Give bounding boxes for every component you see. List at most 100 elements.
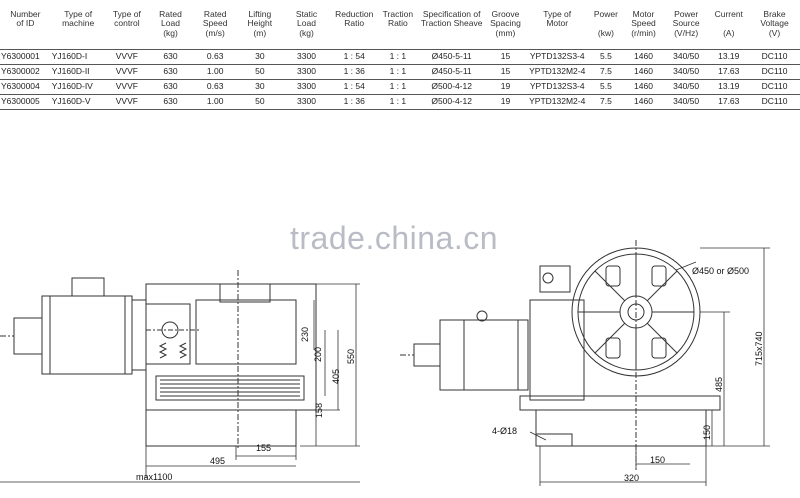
table-cell: YPTD132S3-4: [525, 79, 589, 95]
table-cell: 19: [485, 94, 526, 110]
column-header-line: (r/min): [631, 27, 656, 38]
column-header-line: Voltage: [760, 18, 789, 29]
column-header-line: Speed: [631, 18, 656, 29]
table-cell: DC110: [749, 49, 800, 65]
watermark: trade.china.cn: [290, 220, 499, 256]
column-header-line: Number: [10, 9, 41, 19]
table-cell: 340/50: [663, 94, 709, 110]
column-header-line: Type of: [64, 9, 93, 19]
table-cell: 1 : 1: [377, 79, 419, 95]
column-header-line: Traction Sheave: [420, 18, 483, 29]
dim-150-horizontal: 150: [650, 455, 666, 465]
table-cell: 0.63: [192, 79, 238, 95]
column-header-line: (m/s): [205, 27, 225, 38]
left-motor: [0, 277, 147, 375]
dim-158: 158: [314, 402, 324, 418]
table-cell: 15: [485, 64, 526, 80]
left-gearbox: [145, 270, 317, 450]
table-cell: 3300: [282, 49, 331, 65]
table-cell: Ø500-4-12: [418, 94, 486, 110]
column-header-line: Power: [593, 9, 618, 19]
table-cell: DC110: [749, 64, 800, 80]
column-header-line: Motor: [546, 18, 569, 29]
right-dimension-lines: [529, 247, 770, 486]
table-cell: 1 : 36: [330, 94, 378, 110]
column-header-line: Brake: [763, 9, 786, 19]
table-cell: 3300: [282, 79, 331, 95]
table-cell: 1 : 1: [377, 49, 419, 65]
column-header-line: Rated: [203, 9, 227, 19]
table-cell: 5.5: [588, 79, 624, 95]
column-header-line: Static: [295, 9, 318, 19]
dim-495: 495: [210, 456, 226, 466]
column-header-line: Load: [161, 18, 180, 29]
column-header-line: (kw): [597, 27, 614, 38]
dim-150-vertical: 150: [702, 424, 712, 440]
table-cell: Y6300004: [0, 79, 51, 95]
table-cell: YJ160D-IV: [50, 79, 106, 95]
left-dimension-lines: [0, 283, 360, 483]
table-cell: 1 : 36: [330, 64, 378, 80]
table-cell: 1460: [623, 79, 664, 95]
table-cell: YJ160D-V: [50, 94, 106, 110]
table-cell: 340/50: [663, 79, 709, 95]
column-header-line: Load: [297, 18, 316, 29]
table-cell: 50: [237, 64, 283, 80]
table-cell: 1 : 1: [377, 64, 419, 80]
dim-max1100: max1100: [136, 472, 173, 482]
table-cell: 1 : 54: [330, 79, 378, 95]
table-cell: 1 : 54: [330, 49, 378, 65]
table-cell: DC110: [749, 79, 800, 95]
column-header-line: Specification of: [422, 9, 481, 19]
column-header-line: Groove: [491, 9, 520, 19]
table-cell: YPTD132M2-4: [525, 94, 589, 110]
table-cell: Y6300001: [0, 49, 51, 65]
column-header-line: Lifting: [248, 9, 272, 19]
column-header-line: Speed: [202, 18, 228, 29]
column-header-line: (kg): [299, 27, 314, 38]
column-header-line: Traction: [382, 9, 414, 19]
right-motor: [400, 310, 529, 391]
table-cell: 7.5: [588, 94, 624, 110]
table-cell: Ø450-5-11: [418, 64, 486, 80]
table-cell: 630: [148, 49, 193, 65]
table-cell: 17.63: [708, 64, 750, 80]
column-header-line: (m): [253, 27, 267, 38]
column-header-line: Rated: [159, 9, 182, 19]
table-cell: YJ160D-I: [50, 49, 106, 65]
column-header-line: (V): [768, 27, 781, 38]
table-cell: VVVF: [105, 79, 149, 95]
column-header-line: Current: [714, 9, 743, 19]
column-header-line: (mm): [495, 27, 516, 38]
dim-550: 550: [346, 348, 356, 364]
column-header-line: Ratio: [344, 18, 365, 29]
dim-485: 485: [714, 376, 724, 392]
column-header-line: Type of: [543, 9, 572, 19]
table-cell: 0.63: [192, 49, 238, 65]
dim-sheave-diameter: Ø450 or Ø500: [692, 266, 750, 276]
table-cell: 17.63: [708, 94, 750, 110]
table-cell: Y6300002: [0, 64, 51, 80]
column-header-line: Power: [674, 9, 699, 19]
column-header-line: machine: [62, 18, 95, 29]
column-header-line: Motor: [632, 9, 655, 19]
table-cell: 5.5: [588, 49, 624, 65]
table-cell: VVVF: [105, 64, 149, 80]
table-cell: YJ160D-II: [50, 64, 106, 80]
column-header-line: Source: [672, 18, 700, 29]
table-cell: 30: [237, 79, 283, 95]
table-cell: 630: [148, 64, 193, 80]
table-cell: 1460: [623, 94, 664, 110]
table-cell: 630: [148, 79, 193, 95]
